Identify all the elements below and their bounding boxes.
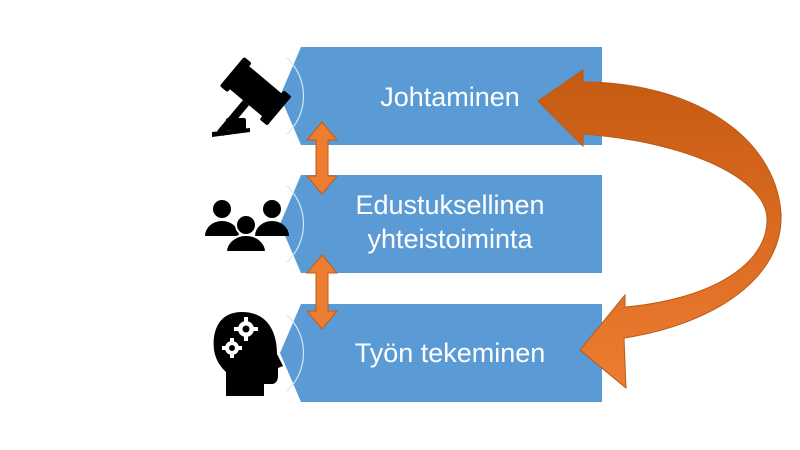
box-edustuksellinen-yhteistoiminta [280, 175, 602, 273]
double-arrow-2-3 [305, 254, 339, 330]
double-arrow-1-2 [305, 121, 339, 195]
box-label-tyon-tekeminen: Työn tekeminen [354, 338, 546, 368]
box-label-johtaminen: Johtaminen [380, 82, 520, 112]
people-group-icon [205, 200, 289, 253]
box-label-line-2: yhteistoiminta [367, 224, 533, 254]
box-label-line-1: Edustuksellinen [355, 190, 545, 220]
box-label-edustuksellinen-yhteistoiminta: Edustuksellinen yhteistoiminta [300, 188, 600, 256]
box-johtaminen [280, 47, 602, 145]
gavel-icon [212, 57, 291, 137]
head-gears-icon [213, 312, 283, 396]
curved-feedback-arrow [537, 69, 782, 390]
box-tyon-tekeminen [280, 304, 602, 402]
